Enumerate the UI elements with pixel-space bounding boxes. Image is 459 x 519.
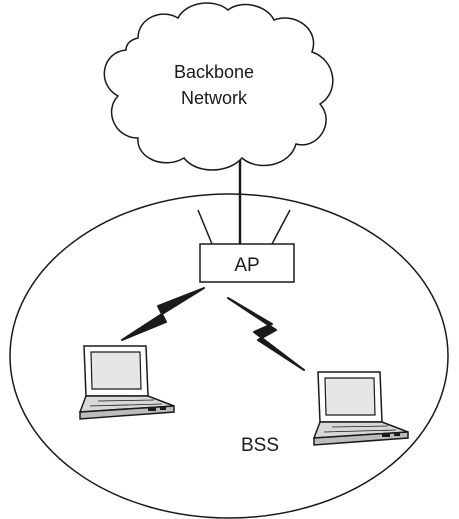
lightning-bolt-icon: [227, 297, 305, 371]
cloud-label-network: Network: [181, 88, 248, 108]
bss-boundary: [9, 193, 449, 519]
laptop-icon: [79, 345, 175, 420]
ap-label: AP: [234, 255, 259, 276]
antenna-icon: [197, 209, 213, 245]
cloud-icon: [103, 2, 334, 171]
bss-label: BSS: [241, 435, 279, 456]
lightning-bolt-icon: [121, 287, 205, 341]
antenna-icon: [271, 209, 291, 245]
laptop-icon: [313, 371, 409, 446]
cloud-label-backbone: Backbone: [174, 62, 254, 82]
access-point-icon: [199, 243, 295, 283]
